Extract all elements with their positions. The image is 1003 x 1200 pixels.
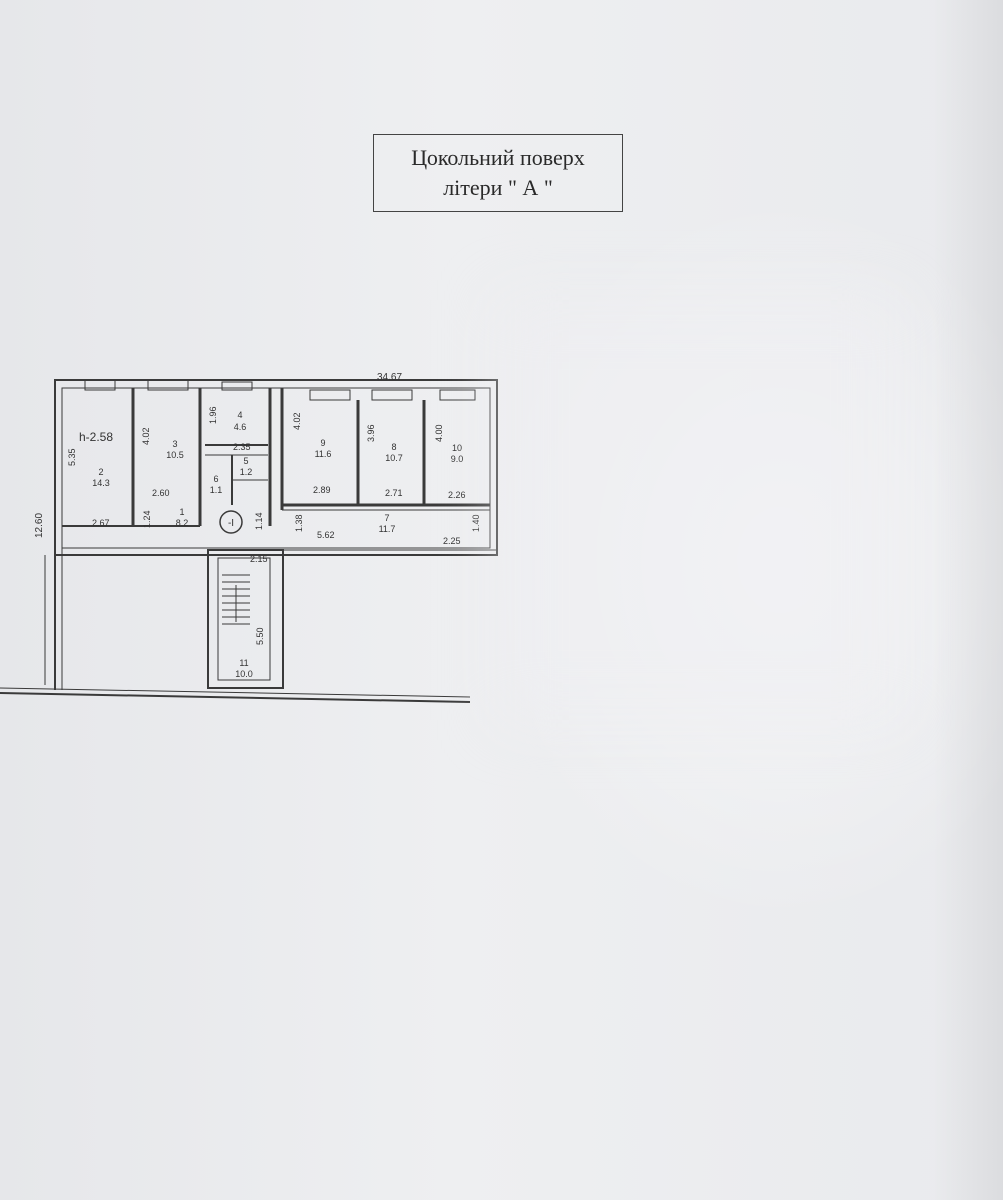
room-2-number: 2 bbox=[98, 467, 103, 477]
room-4-number: 4 bbox=[237, 410, 242, 420]
room-3-number: 3 bbox=[172, 439, 177, 449]
outer-wall bbox=[54, 379, 498, 556]
dim-label: 2.89 bbox=[313, 485, 331, 495]
dim-label: 1.40 bbox=[471, 514, 481, 532]
blurred-area bbox=[500, 300, 900, 720]
dim-label: 5.62 bbox=[317, 530, 335, 540]
room-5-number: 5 bbox=[243, 456, 248, 466]
room-10-number: 10 bbox=[452, 443, 462, 453]
room-7-area: 11.7 bbox=[379, 524, 396, 534]
paper-shadow bbox=[933, 0, 1003, 1200]
inner-wall bbox=[61, 387, 491, 549]
room-6-area: 1.1 bbox=[210, 485, 223, 495]
room-8-area: 10.7 bbox=[385, 453, 403, 463]
dim-label: 2.35 bbox=[233, 442, 251, 452]
dim-overall-length: 34.67 bbox=[377, 372, 402, 383]
dim-label: 2.71 bbox=[385, 488, 403, 498]
room-11-area: 10.0 bbox=[235, 669, 253, 679]
room-3-area: 10.5 bbox=[166, 450, 184, 460]
room-10-area: 9.0 bbox=[451, 454, 464, 464]
room-7-number: 7 bbox=[384, 513, 389, 523]
dim-label: 1.96 bbox=[208, 406, 218, 424]
dim-label: 5.50 bbox=[255, 627, 265, 645]
dim-label: 2.67 bbox=[92, 518, 110, 528]
room-6-number: 6 bbox=[213, 474, 218, 484]
dim-label: 2.25 bbox=[443, 536, 461, 546]
title-line-1: Цокольний поверх bbox=[411, 145, 585, 170]
dim-label: 1.14 bbox=[254, 512, 264, 530]
room-4-area: 4.6 bbox=[234, 422, 247, 432]
room-11-number: 11 bbox=[239, 658, 248, 668]
room-1-number: 1 bbox=[179, 507, 184, 517]
dim-label: 2.15 bbox=[250, 554, 268, 564]
ceiling-height: h-2.58 bbox=[79, 430, 113, 444]
dim-label: 3.96 bbox=[366, 424, 376, 442]
room-8-number: 8 bbox=[391, 442, 396, 452]
dim-overall-width: 12.60 bbox=[34, 513, 45, 538]
floor-plan: 34.67 12.60 h-2.58 5.35 4.02 1.96 2.35 2… bbox=[0, 372, 498, 703]
room-9-area: 11.6 bbox=[315, 449, 332, 459]
dim-label: 2.60 bbox=[152, 488, 170, 498]
axis-marker-label: -I bbox=[228, 518, 234, 529]
dim-left-wall: 5.35 bbox=[67, 448, 77, 466]
room-5-area: 1.2 bbox=[240, 467, 253, 477]
title-box: Цокольний поверх літери " А " bbox=[373, 134, 623, 212]
room-2-area: 14.3 bbox=[92, 478, 110, 488]
room-1-area: 8.2 bbox=[176, 518, 189, 528]
room-9-number: 9 bbox=[320, 438, 325, 448]
dim-label: 1.24 bbox=[142, 510, 152, 528]
dim-label: 4.02 bbox=[141, 427, 151, 445]
dim-label: 2.26 bbox=[448, 490, 466, 500]
dim-label: 4.00 bbox=[434, 424, 444, 442]
title-line-2: літери " А " bbox=[443, 175, 553, 200]
axis-marker-circle bbox=[219, 510, 243, 534]
dim-label: 1.38 bbox=[294, 514, 304, 532]
dim-label: 4.02 bbox=[292, 412, 302, 430]
